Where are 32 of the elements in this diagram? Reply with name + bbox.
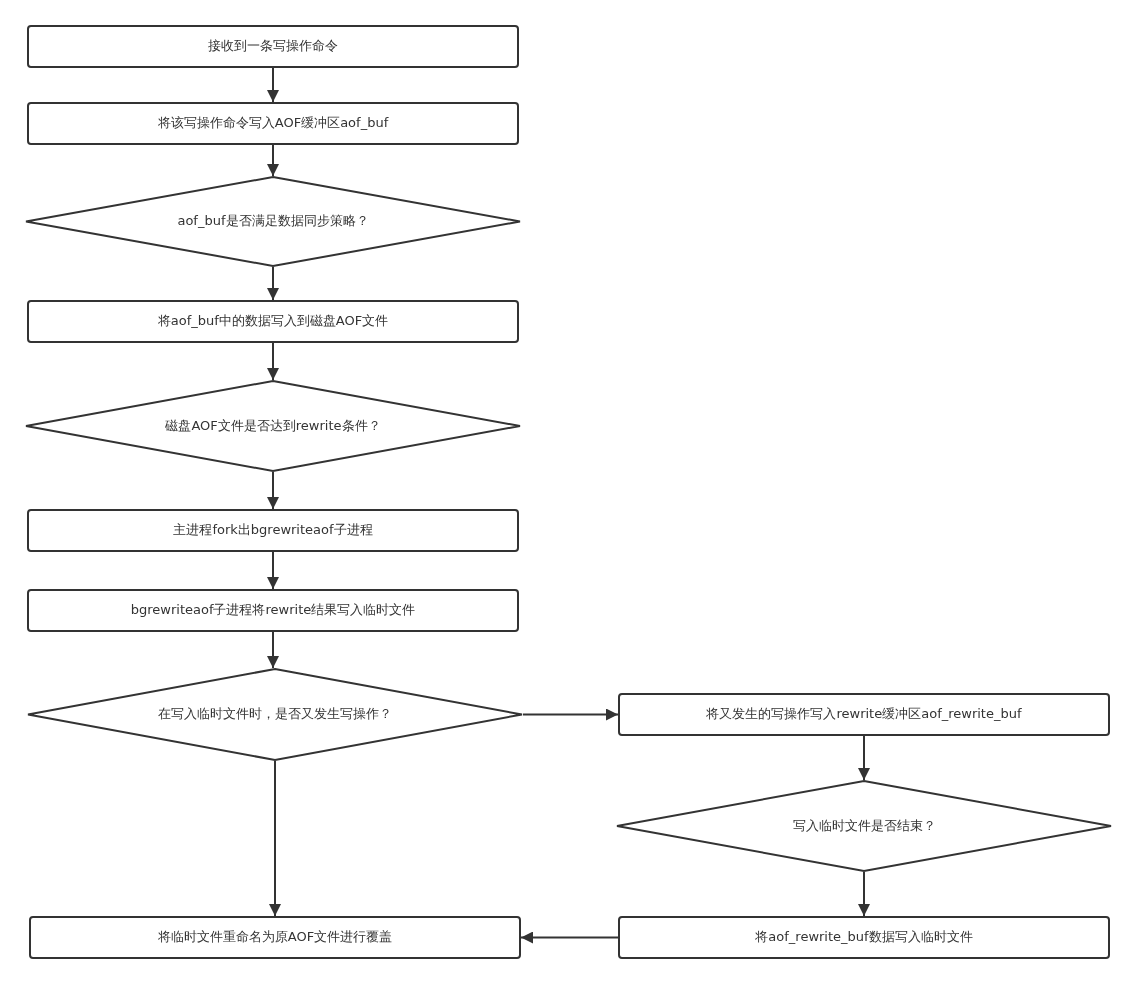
arrow	[267, 342, 279, 381]
step-text: 主进程fork出bgrewriteaof子进程	[173, 522, 373, 539]
process-box	[618, 693, 1110, 736]
decision-text: aof_buf是否满足数据同步策略？	[177, 213, 369, 230]
arrow	[858, 871, 870, 917]
process-box	[618, 916, 1110, 959]
process-box	[27, 102, 519, 145]
process-box	[27, 300, 519, 343]
arrow	[269, 760, 281, 917]
step-text: bgrewriteaof子进程将rewrite结果写入临时文件	[130, 602, 416, 619]
arrow	[520, 931, 619, 944]
arrow	[267, 144, 279, 177]
step-text: 将临时文件重命名为原AOF文件进行覆盖	[157, 929, 393, 946]
step-text: 将aof_buf中的数据写入到磁盘AOF文件	[157, 313, 389, 330]
process-box	[27, 589, 519, 632]
process-box	[27, 25, 519, 68]
process-box	[29, 916, 521, 959]
arrow	[522, 708, 619, 721]
step-text: 将又发生的写操作写入rewrite缓冲区aof_rewrite_buf	[706, 706, 1022, 723]
arrow	[267, 266, 279, 301]
arrow	[267, 471, 279, 510]
arrow	[267, 631, 279, 669]
decision-text: 在写入临时文件时，是否又发生写操作？	[158, 706, 392, 723]
arrow	[858, 735, 870, 781]
process-box	[27, 509, 519, 552]
arrow	[267, 67, 279, 103]
step-text: 将aof_rewrite_buf数据写入临时文件	[755, 929, 973, 946]
decision-text: 磁盘AOF文件是否达到rewrite条件？	[165, 417, 381, 435]
step-text: 将该写操作命令写入AOF缓冲区aof_buf	[157, 115, 389, 132]
decision-text: 写入临时文件是否结束？	[792, 817, 936, 835]
arrow	[267, 551, 279, 590]
step-text: 接收到一条写操作命令	[208, 38, 338, 55]
